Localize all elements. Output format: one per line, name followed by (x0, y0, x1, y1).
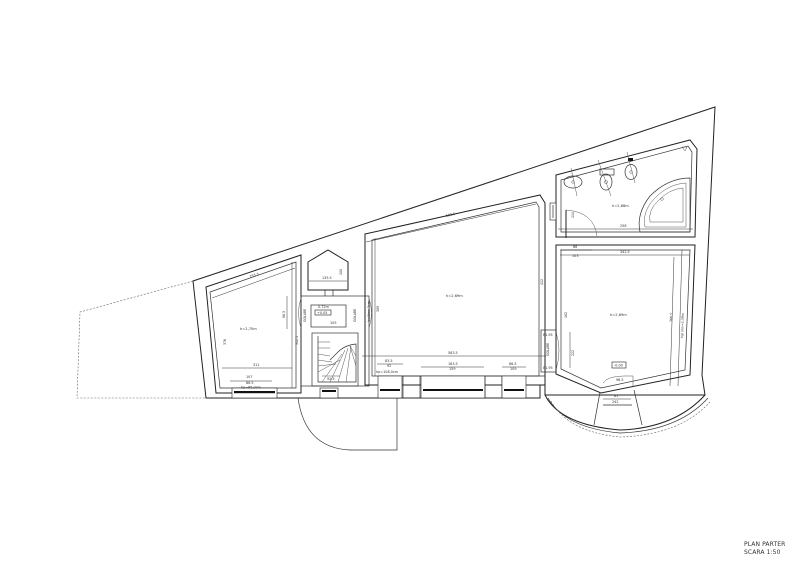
plan-title: PLAN PARTER (744, 541, 786, 548)
bathtub-icon (638, 177, 691, 233)
hall-level-label-b: +0.05 (317, 311, 327, 315)
right-room: 342.5 86 103 366.5 hgl min=2,38m 182 222… (555, 244, 696, 404)
dim-bath-bottom: 258 (620, 224, 626, 228)
toilet-icon (597, 159, 615, 197)
hall-level-label-a: 0.72m (318, 305, 330, 309)
right-room-area-label: h=2,69m (610, 313, 627, 317)
door-dim-1: 81 (614, 394, 618, 398)
dim-left-inner-1: 86.5 (282, 311, 286, 318)
stair-hall: 135.5 100 0.72m +0.05 GOLARE GOLARE 105 (298, 249, 372, 399)
level-tag (611, 361, 627, 369)
dim-right-left: 182 (564, 312, 568, 318)
dim-win3-w1: 86.5 (509, 362, 517, 366)
sink-icon (563, 167, 583, 197)
dim-right-side-v: 222 (571, 350, 575, 356)
dim-win1-w1: 83.5 (385, 359, 393, 363)
dim-bath-left: 114 (571, 212, 575, 218)
entrance-door (297, 397, 398, 451)
dim-main-top: 583.5 (445, 212, 455, 218)
dim-niche-width: 135.5 (322, 276, 332, 280)
dim-win1-w2: 92 (387, 364, 391, 368)
bathroom: 258 114 h=2,68m (549, 139, 698, 238)
dim-win3-w2: 109 (510, 367, 516, 371)
hall-side-left: GOLARE (303, 309, 307, 322)
dim-right-top-small-2: 103 (572, 254, 578, 258)
building-outline (192, 106, 716, 399)
hall-dim-h1: 105 (330, 321, 336, 325)
title-block: PLAN PARTER SCARA 1:50 (744, 541, 785, 556)
hall-side-right: GOLARE (353, 309, 357, 322)
site-boundary (76, 280, 206, 399)
door-small-dim: 98.5 (616, 378, 624, 382)
bidet-icon (624, 151, 638, 184)
stair-rail-label: 92.5 (327, 377, 335, 381)
dim-right-top: 342.5 (620, 250, 630, 254)
connector-label: GOLARE (546, 343, 550, 356)
left-room-area-label: h=2,70m (240, 327, 257, 331)
main-side-label: Inaltime 3cm (367, 301, 371, 322)
staircase: 92.5 (311, 332, 359, 387)
left-room: 255.5 311 107 86.5 hp=85,0cm h=2,70m 312… (205, 254, 302, 399)
dim-win2-w1: 163.5 (448, 362, 458, 366)
dim-main-right: 412 (540, 279, 544, 285)
dim-left-window-2: 86.5 (246, 381, 254, 385)
dim-win2-w2: 159 (449, 367, 455, 371)
dim-left-left: 376 (223, 339, 227, 345)
bathroom-area-label: h=2,68m (612, 204, 629, 208)
dim-right-note: hgl min=2,38m (680, 313, 685, 338)
dim-main-bottom: 583.5 (448, 351, 458, 355)
dim-win1-note: hp=108,0cm (376, 370, 399, 374)
dim-main-left: 309 (376, 306, 380, 312)
door-dim-2: 242 (612, 400, 618, 404)
dim-left-window-1: 107 (246, 375, 252, 379)
dim-right-top-small-1: 86 (573, 245, 577, 249)
dim-left-bottom: 311 (253, 363, 259, 367)
dim-left-right: 312.5 (295, 336, 299, 345)
dim-left-top: 255.5 (249, 272, 259, 279)
dim-right-right: 366.5 (669, 313, 673, 322)
dim-niche-height: 100 (339, 269, 343, 275)
dim-left-window-note: hp=85,0cm (241, 386, 262, 390)
main-room-area-label: h=2,69m (446, 294, 463, 298)
curved-porch (544, 389, 711, 438)
level-tag-label: -0.00 (614, 364, 623, 368)
connector-dim-a: 81.95 (543, 333, 553, 337)
connector-dim-b: 81.95 (543, 366, 553, 370)
main-room: 583.5 583.5 309 Inaltime 3cm 412 h=2,69m… (362, 194, 546, 399)
plan-scale: SCARA 1:50 (744, 548, 781, 556)
